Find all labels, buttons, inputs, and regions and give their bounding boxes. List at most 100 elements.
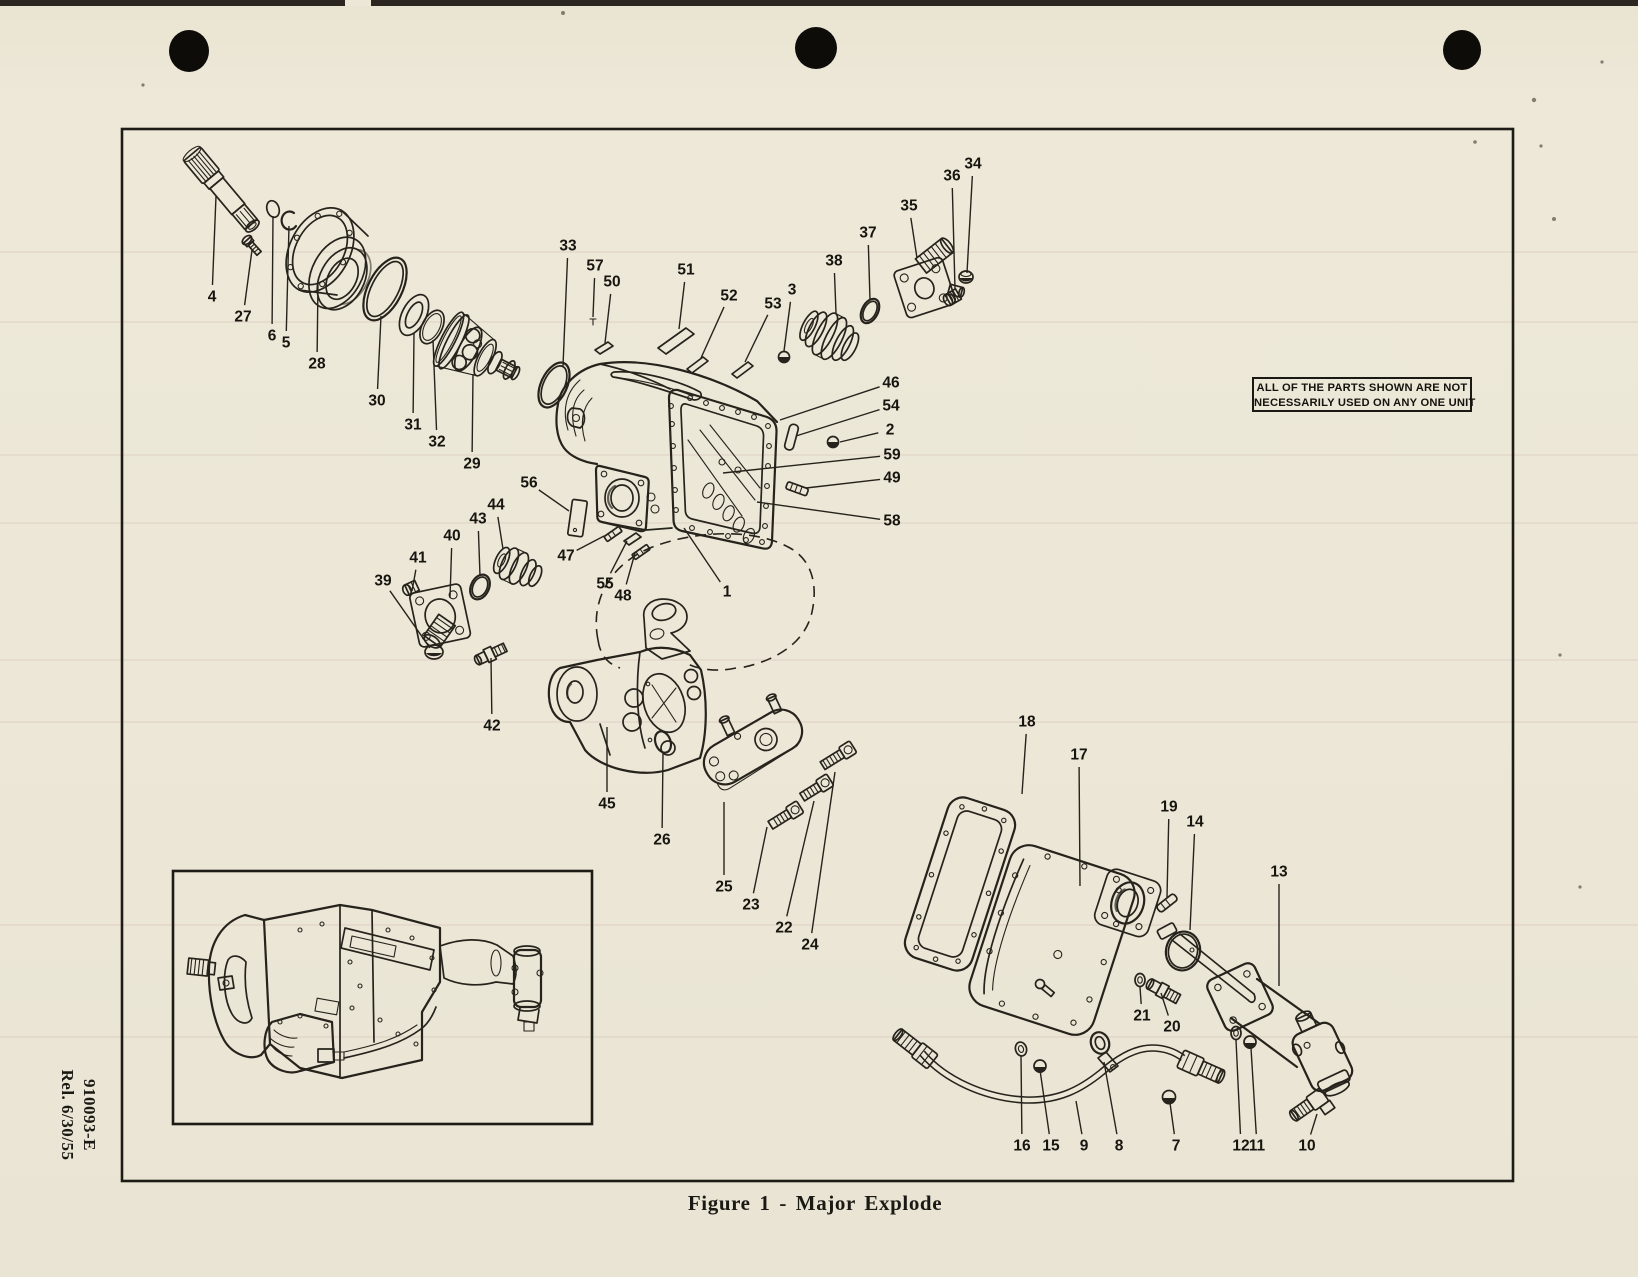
leader-line-26 — [661, 752, 664, 829]
leader-line-46 — [779, 386, 880, 421]
leader-line-41 — [411, 569, 417, 592]
part-50-shim — [594, 341, 614, 355]
part-13-cylinder — [1206, 962, 1354, 1097]
leader-line-9 — [1075, 1100, 1083, 1135]
part-41-plug — [401, 579, 421, 597]
part-14-lever — [1156, 922, 1256, 1004]
cover-bolt — [1034, 978, 1056, 998]
part-label-28: 28 — [308, 356, 326, 373]
punch-hole — [169, 30, 209, 72]
part-26-o-ring — [653, 730, 673, 754]
leader-line-33 — [562, 257, 569, 367]
part-28-flange-coupling — [285, 206, 372, 311]
leader-line-55 — [609, 540, 628, 574]
leader-line-19 — [1166, 818, 1170, 898]
part-37-o-ring — [859, 297, 881, 325]
part-label-4: 4 — [208, 289, 217, 306]
leader-line-6 — [271, 215, 274, 325]
part-label-10: 10 — [1298, 1138, 1315, 1155]
leader-line-34 — [966, 175, 974, 274]
part-label-47: 47 — [557, 548, 574, 565]
figure-border — [120, 127, 1515, 1183]
punch-hole — [1443, 30, 1481, 70]
part-52-shim — [686, 356, 709, 374]
leader-line-50 — [604, 293, 612, 344]
part-label-14: 14 — [1186, 814, 1204, 831]
part-label-7: 7 — [1172, 1138, 1181, 1155]
part-55-shim — [623, 532, 642, 546]
figure-caption: Figure 1 - Major Explode — [687, 1191, 943, 1215]
part-label-15: 15 — [1042, 1138, 1060, 1155]
part-21-ring — [1134, 972, 1146, 988]
leader-line-20 — [1160, 992, 1169, 1016]
inset-assembled-unit — [186, 903, 544, 1080]
part-label-38: 38 — [825, 253, 843, 270]
note-box: ALL OF THE PARTS SHOWN ARE NOT NECESSARI… — [1252, 377, 1476, 412]
part-label-18: 18 — [1018, 714, 1036, 731]
part-label-59: 59 — [883, 447, 901, 464]
part-label-41: 41 — [409, 550, 427, 567]
part-9-tube-assembly — [892, 1028, 1226, 1104]
part-label-6: 6 — [268, 328, 277, 345]
part-label-27: 27 — [234, 309, 251, 326]
note-line-2: NECESSARILY USED ON ANY ONE UNIT — [1254, 396, 1476, 409]
leader-line-53 — [744, 314, 769, 363]
part-23-screw — [767, 800, 804, 830]
part-label-55: 55 — [596, 576, 614, 593]
part-label-50: 50 — [603, 274, 620, 291]
part-7-nut — [1161, 1089, 1177, 1105]
leader-line-4 — [211, 195, 217, 286]
part-label-5: 5 — [282, 335, 291, 352]
part-42-fitting — [473, 642, 508, 666]
part-label-44: 44 — [487, 497, 505, 514]
leader-line-18 — [1021, 733, 1027, 795]
part-label-17: 17 — [1070, 747, 1087, 764]
leader-line-11 — [1250, 1047, 1257, 1135]
part-label-45: 45 — [598, 796, 616, 813]
leader-line-32 — [432, 339, 438, 431]
part-label-24: 24 — [801, 937, 819, 954]
leader-line-42 — [490, 657, 493, 715]
part-label-36: 36 — [943, 168, 961, 185]
part-1-main-housing — [555, 361, 779, 550]
leader-line-49 — [805, 478, 881, 489]
part-43-o-ring — [469, 573, 491, 601]
part-label-22: 22 — [775, 920, 792, 937]
part-label-34: 34 — [964, 156, 982, 173]
part-label-48: 48 — [614, 588, 632, 605]
release-date: Rel. 6/30/55 — [58, 1069, 77, 1161]
part-label-39: 39 — [374, 573, 392, 590]
leader-line-31 — [412, 332, 415, 414]
part-label-58: 58 — [883, 513, 901, 530]
leader-line-8 — [1103, 1061, 1118, 1135]
part-label-33: 33 — [559, 238, 577, 255]
part-48-pin — [631, 543, 651, 561]
leader-line-2 — [839, 432, 879, 443]
part-label-42: 42 — [483, 718, 500, 735]
part-label-3: 3 — [788, 282, 797, 299]
part-18-gasket — [903, 796, 1017, 972]
leader-line-58 — [756, 501, 881, 521]
doc-number: 910093-E — [80, 1079, 99, 1151]
leader-line-51 — [678, 281, 686, 330]
leader-line-28 — [316, 281, 319, 353]
part-label-16: 16 — [1013, 1138, 1031, 1155]
part-label-20: 20 — [1163, 1019, 1180, 1036]
part-12-washer — [1230, 1025, 1242, 1041]
part-44-coupling — [492, 546, 543, 588]
part-32-ring — [419, 309, 445, 345]
part-label-54: 54 — [882, 398, 900, 415]
leader-line-44 — [497, 516, 504, 550]
leader-line-43 — [477, 530, 481, 577]
part-49-pin — [785, 481, 809, 497]
leader-line-5 — [285, 225, 290, 332]
leader-line-56 — [538, 489, 570, 512]
part-19-pin — [1156, 893, 1178, 913]
part-label-37: 37 — [859, 225, 876, 242]
inset-border — [171, 869, 594, 1126]
leader-line-23 — [752, 826, 768, 894]
part-label-43: 43 — [469, 511, 487, 528]
leader-line-14 — [1189, 833, 1196, 931]
